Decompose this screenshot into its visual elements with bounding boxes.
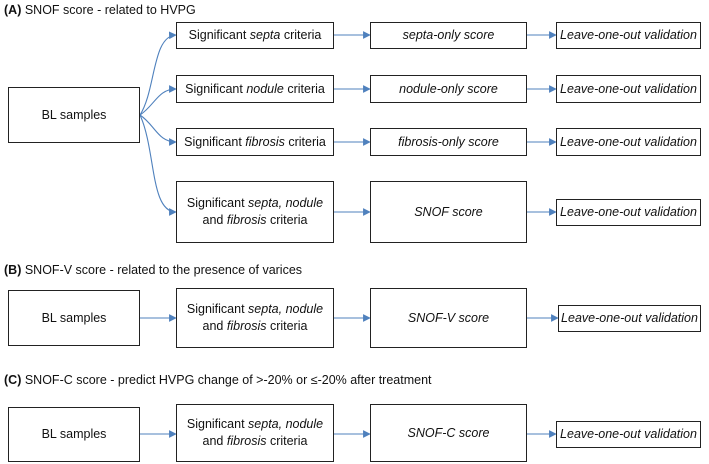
panel-c-validation-box: Leave-one-out validation xyxy=(556,421,701,448)
criteria-and: and xyxy=(202,319,227,333)
panel-b-heading: (B) SNOF-V score - related to the presen… xyxy=(4,263,302,277)
score-label: septa-only score xyxy=(402,28,495,43)
panel-a-source-box: BL samples xyxy=(8,87,140,143)
panel-a-validation-snof: Leave-one-out validation xyxy=(556,199,701,226)
panel-a-criteria-septa: Significant septa criteria xyxy=(176,22,334,49)
criteria-label: Significant fibrosis criteria xyxy=(184,134,326,149)
panel-a-validation-nodule: Leave-one-out validation xyxy=(556,75,701,103)
panel-b-source-box: BL samples xyxy=(8,290,140,346)
panel-c-label: (C) xyxy=(4,373,22,387)
edge-source-to-septa xyxy=(139,31,177,116)
criteria-label: Significant nodule criteria xyxy=(185,81,325,96)
panel-a-source-label: BL samples xyxy=(41,107,107,122)
validation-label: Leave-one-out validation xyxy=(560,28,697,43)
validation-label: Leave-one-out validation xyxy=(560,427,697,442)
panel-b-source-label: BL samples xyxy=(41,310,107,325)
score-label: SNOF score xyxy=(414,204,483,219)
panel-c-heading: (C) SNOF-C score - predict HVPG change o… xyxy=(4,373,432,387)
criteria-label: Significant septa criteria xyxy=(188,28,322,43)
score-label: nodule-only score xyxy=(399,81,498,96)
panel-b-label: (B) xyxy=(4,263,22,277)
panel-a-score-snof: SNOF score xyxy=(370,181,527,243)
panel-a-criteria-fibrosis: Significant fibrosis criteria xyxy=(176,128,334,156)
score-label: SNOF-V score xyxy=(407,310,490,325)
panel-c-title: SNOF-C score - predict HVPG change of >-… xyxy=(24,373,432,387)
validation-label: Leave-one-out validation xyxy=(561,311,698,326)
panel-c-source-label: BL samples xyxy=(41,427,107,442)
panel-c-source-box: BL samples xyxy=(8,407,140,462)
panel-a-score-fibrosis: fibrosis-only score xyxy=(370,128,527,156)
panel-a-score-nodule: nodule-only score xyxy=(370,75,527,103)
validation-label: Leave-one-out validation xyxy=(560,81,697,96)
panel-a-validation-septa: Leave-one-out validation xyxy=(556,22,701,49)
edge-source-to-snof xyxy=(139,114,177,216)
score-label: fibrosis-only score xyxy=(398,134,499,149)
panel-a-score-septa: septa-only score xyxy=(370,22,527,49)
score-label: SNOF-C score xyxy=(407,425,490,440)
panel-b-title: SNOF-V score - related to the presence o… xyxy=(24,263,303,277)
validation-label: Leave-one-out validation xyxy=(560,134,697,149)
panel-a-heading: (A) SNOF score - related to HVPG xyxy=(4,3,196,17)
validation-label: Leave-one-out validation xyxy=(560,205,697,220)
criteria-and: and xyxy=(202,213,227,227)
panel-a-validation-fibrosis: Leave-one-out validation xyxy=(556,128,701,156)
panel-a-title: SNOF score - related to HVPG xyxy=(24,3,196,17)
panel-b-score-box: SNOF-V score xyxy=(370,288,527,348)
panel-a-criteria-nodule: Significant nodule criteria xyxy=(176,75,334,103)
criteria-and: and xyxy=(202,434,227,448)
panel-c-score-box: SNOF-C score xyxy=(370,404,527,462)
panel-b-validation-box: Leave-one-out validation xyxy=(558,305,701,332)
edge-source-to-nodule xyxy=(139,85,177,116)
panel-a-label: (A) xyxy=(4,3,22,17)
edge-source-to-fibrosis xyxy=(139,114,177,146)
